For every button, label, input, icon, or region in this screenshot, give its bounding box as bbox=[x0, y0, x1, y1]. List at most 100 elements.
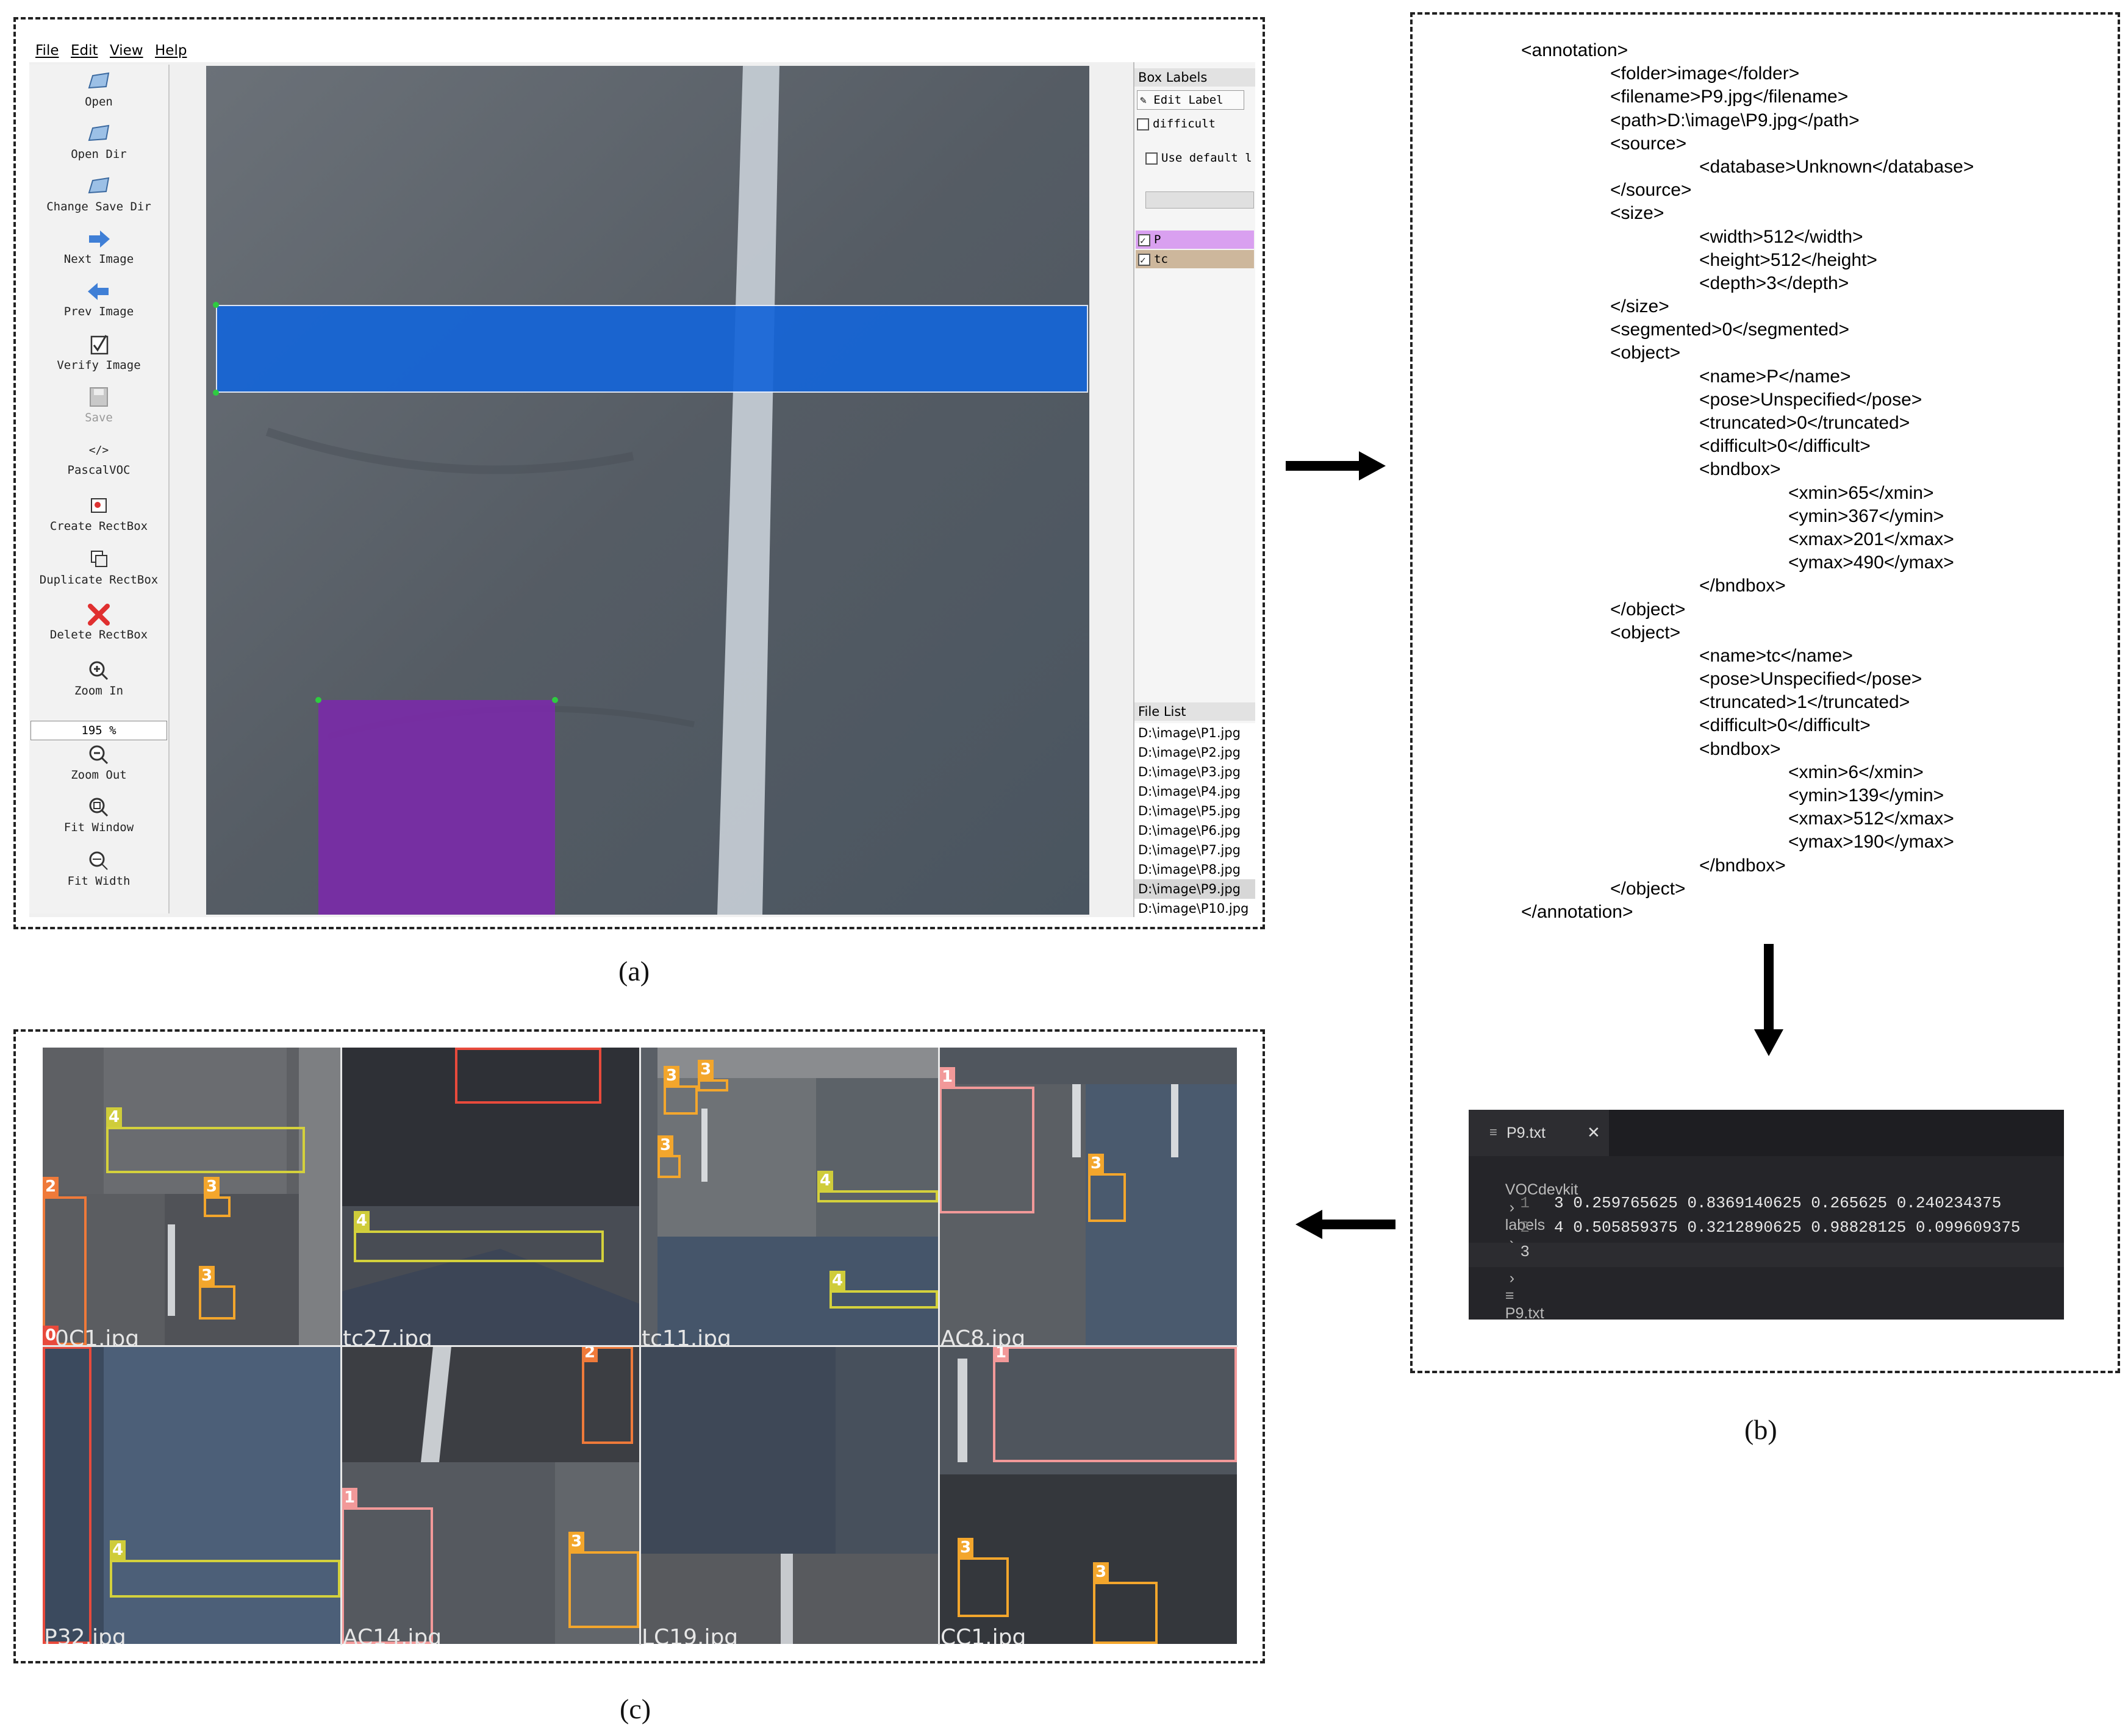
file-list-item[interactable]: D:\image\P10.jpg bbox=[1138, 901, 1249, 916]
bbox-tag: 2 bbox=[582, 1346, 598, 1362]
xml-line: </bndbox> bbox=[1521, 854, 1974, 877]
bbox-tag: 3 bbox=[1088, 1154, 1105, 1173]
road-image bbox=[342, 1346, 639, 1644]
bbox-class-1 bbox=[939, 1087, 1034, 1213]
open-dir-button[interactable]: Open Dir bbox=[29, 122, 168, 161]
save-button[interactable]: Save bbox=[29, 385, 168, 424]
create-rect-icon bbox=[91, 498, 107, 513]
bbox-class-0 bbox=[455, 1048, 601, 1104]
box-handle[interactable] bbox=[552, 697, 558, 703]
save-icon bbox=[90, 387, 108, 407]
default-label-input[interactable] bbox=[1145, 191, 1254, 209]
next-image-button[interactable]: Next Image bbox=[29, 227, 168, 266]
file-list-item[interactable]: D:\image\P5.jpg bbox=[1138, 804, 1241, 818]
xml-line: <size> bbox=[1521, 202, 1974, 225]
file-lines-icon: ≡ bbox=[1505, 1287, 1519, 1304]
bbox-class-0 bbox=[43, 1346, 91, 1644]
code-icon: </> bbox=[89, 444, 109, 457]
box-handle[interactable] bbox=[213, 390, 219, 396]
change-save-dir-button[interactable]: Change Save Dir bbox=[29, 174, 168, 213]
xml-line-text: <pose>Unspecified</pose> bbox=[1699, 389, 1922, 410]
zoom-spinbox[interactable]: 195 % bbox=[30, 721, 167, 740]
fit-window-button[interactable]: Fit Window bbox=[29, 795, 168, 834]
tool-label: Delete RectBox bbox=[49, 628, 148, 641]
tool-label: Fit Width bbox=[67, 874, 131, 888]
xml-line: <truncated>0</truncated> bbox=[1521, 412, 1974, 435]
image-canvas[interactable] bbox=[206, 66, 1089, 915]
label-item-p[interactable]: P bbox=[1136, 230, 1254, 250]
file-list-item[interactable]: D:\image\P1.jpg bbox=[1138, 726, 1241, 740]
road-image bbox=[43, 1346, 340, 1644]
label-name: P bbox=[1154, 233, 1161, 246]
menu-view[interactable]: View bbox=[110, 43, 143, 59]
fit-width-button[interactable]: Fit Width bbox=[29, 849, 168, 888]
tab-p9-txt[interactable]: ≡ P9.txt ✕ bbox=[1469, 1110, 1609, 1156]
file-list-item[interactable]: D:\image\P4.jpg bbox=[1138, 784, 1241, 799]
breadcrumb-root[interactable]: VOCdevkit bbox=[1505, 1181, 1578, 1198]
menu-edit[interactable]: Edit bbox=[71, 43, 98, 59]
code-line-current[interactable]: 3 bbox=[1469, 1243, 2064, 1267]
zoom-in-button[interactable]: Zoom In bbox=[29, 659, 168, 698]
bbox-tag: 3 bbox=[664, 1066, 680, 1085]
xml-line-text: <annotation> bbox=[1521, 40, 1628, 60]
menu-file[interactable]: File bbox=[35, 43, 59, 59]
difficult-checkbox[interactable]: difficult bbox=[1137, 117, 1216, 130]
create-rectbox-button[interactable]: Create RectBox bbox=[29, 494, 168, 533]
xml-line-text: <xmax>512</xmax> bbox=[1788, 809, 1954, 829]
xml-line-text: </object> bbox=[1610, 599, 1686, 620]
xml-line-text: <ymax>490</ymax> bbox=[1788, 552, 1954, 573]
xml-line: <name>tc</name> bbox=[1521, 645, 1974, 668]
line-number: 2 bbox=[1520, 1218, 1530, 1237]
close-icon[interactable]: ✕ bbox=[1587, 1123, 1600, 1141]
xml-line: <depth>3</depth> bbox=[1521, 272, 1974, 295]
file-list-item[interactable]: D:\image\P8.jpg bbox=[1138, 862, 1241, 877]
breadcrumb-file[interactable]: P9.txt bbox=[1505, 1305, 1544, 1322]
code-line[interactable]: 2 4 0.505859375 0.3212890625 0.98828125 … bbox=[1469, 1218, 2064, 1243]
file-list-item[interactable]: D:\image\P9.jpg bbox=[1134, 879, 1255, 899]
prev-image-button[interactable]: Prev Image bbox=[29, 279, 168, 318]
box-handle[interactable] bbox=[213, 302, 219, 308]
tc-bounding-box[interactable] bbox=[216, 305, 1088, 393]
checkbox-checked-icon bbox=[1138, 251, 1150, 270]
open-button[interactable]: Open bbox=[29, 70, 168, 109]
bbox-tag: 3 bbox=[657, 1135, 674, 1155]
xml-line: <difficult>0</difficult> bbox=[1521, 714, 1974, 737]
bbox-tag: 4 bbox=[110, 1540, 126, 1560]
breadcrumb-dir[interactable]: labels bbox=[1505, 1216, 1546, 1234]
xml-line-text: <object> bbox=[1610, 622, 1681, 643]
bbox-class-2 bbox=[43, 1196, 87, 1345]
file-list-item[interactable]: D:\image\P6.jpg bbox=[1138, 823, 1241, 838]
zoom-out-button[interactable]: Zoom Out bbox=[29, 743, 168, 782]
edit-label-button[interactable]: ✎ Edit Label bbox=[1137, 90, 1244, 110]
xml-line-text: </bndbox> bbox=[1699, 576, 1786, 596]
mosaic-cell: 1 3 AC8.jpg bbox=[939, 1048, 1237, 1345]
xml-line-text: <name>tc</name> bbox=[1699, 645, 1853, 666]
box-handle[interactable] bbox=[315, 697, 321, 703]
tool-label: Zoom In bbox=[74, 684, 124, 698]
file-list-item[interactable]: D:\image\P7.jpg bbox=[1138, 843, 1241, 857]
xml-line: <pose>Unspecified</pose> bbox=[1521, 668, 1974, 691]
mosaic-filename: LC19.jpg bbox=[642, 1625, 739, 1644]
caption-a: (a) bbox=[618, 956, 650, 987]
xml-line-text: </annotation> bbox=[1521, 901, 1633, 922]
xml-line-text: </source> bbox=[1610, 180, 1692, 201]
verify-image-button[interactable]: Verify Image bbox=[29, 333, 168, 372]
label-item-tc[interactable]: tc bbox=[1136, 250, 1254, 270]
use-default-label-checkbox[interactable]: Use default l bbox=[1145, 151, 1252, 165]
file-list-item[interactable]: D:\image\P3.jpg bbox=[1138, 765, 1241, 779]
code-editor: ≡ P9.txt ✕ VOCdevkit › labels › val › ≡ … bbox=[1469, 1110, 2064, 1322]
menu-help[interactable]: Help bbox=[155, 43, 187, 59]
folder-open-icon bbox=[88, 124, 110, 141]
code-line[interactable]: 1 3 0.259765625 0.8369140625 0.265625 0.… bbox=[1469, 1194, 2064, 1218]
xml-line-text: <pose>Unspecified</pose> bbox=[1699, 669, 1922, 690]
pascalvoc-button[interactable]: </> PascalVOC bbox=[29, 438, 168, 477]
p-bounding-box[interactable] bbox=[318, 700, 555, 915]
bbox-class-3 bbox=[1088, 1173, 1126, 1222]
bbox-tag: 1 bbox=[993, 1346, 1009, 1362]
duplicate-rectbox-button[interactable]: Duplicate RectBox bbox=[29, 548, 168, 587]
file-list-item[interactable]: D:\image\P2.jpg bbox=[1138, 745, 1241, 760]
delete-rectbox-button[interactable]: Delete RectBox bbox=[29, 602, 168, 641]
xml-line-text: <truncated>1</truncated> bbox=[1699, 692, 1910, 713]
mosaic-filename: 0C1.jpg bbox=[55, 1326, 140, 1345]
